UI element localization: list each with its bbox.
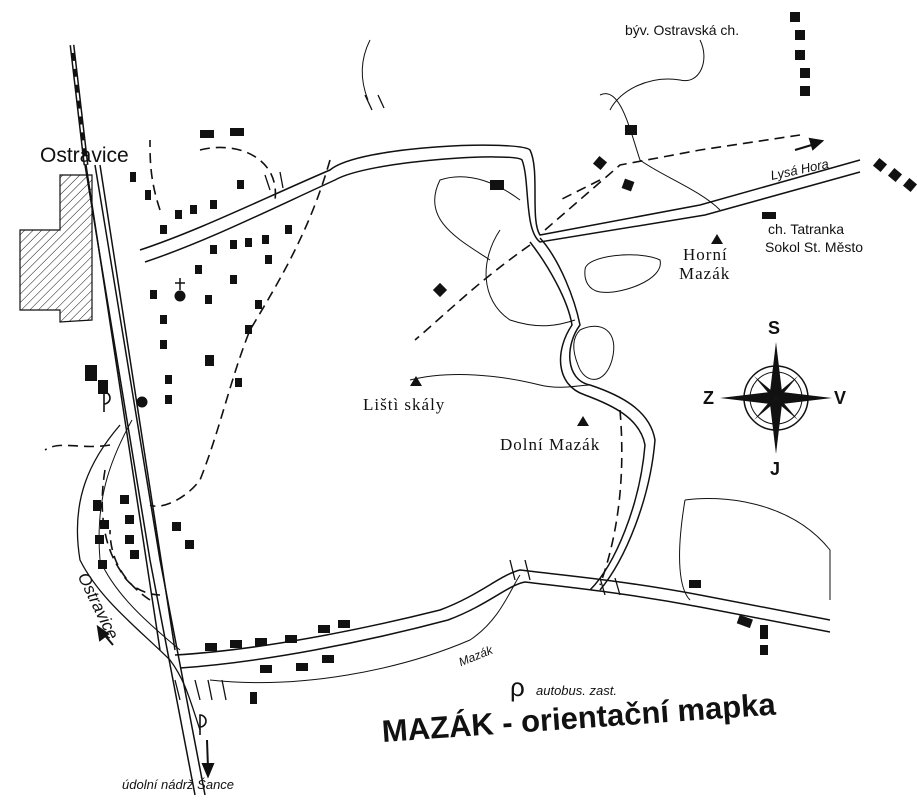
- buildings: [85, 12, 917, 704]
- road-east: [529, 237, 656, 591]
- streams: [209, 39, 831, 684]
- church-icon: [136, 278, 186, 408]
- label-horni: Horní: [683, 245, 728, 264]
- legend-bus-stop-text: autobus. zast.: [536, 683, 617, 698]
- compass-east-label: V: [834, 388, 847, 408]
- peak-icons: [410, 234, 723, 426]
- label-sokol: Sokol St. Město: [765, 239, 864, 255]
- label-byv-ostravska: býv. Ostravská ch.: [625, 22, 740, 38]
- label-listi-skaly: Lištì skály: [363, 395, 446, 414]
- river-ostravice: [76, 424, 201, 731]
- label-mazak-peak: Mazák: [679, 264, 731, 283]
- peak-icon-horni-mazak: [711, 234, 723, 244]
- compass-rose: [720, 342, 832, 454]
- compass-south-label: J: [770, 459, 781, 479]
- label-ch-tatranka: ch. Tatranka: [768, 221, 845, 237]
- road-south: [174, 569, 831, 669]
- road-north: [139, 144, 861, 263]
- peak-icon-listi-skaly: [410, 376, 422, 386]
- hill-horni-mazak: [584, 254, 661, 293]
- town-area: [19, 174, 93, 323]
- bridges: [174, 94, 621, 701]
- peak-icon-dolni-mazak: [577, 416, 589, 426]
- bus-stop-icons: [103, 391, 207, 735]
- compass-north-label: S: [768, 318, 781, 338]
- label-ostravice-village: Ostravice: [40, 144, 129, 167]
- label-udolni-nadrz: údolní nádrž Šance: [122, 777, 235, 792]
- footpaths: [44, 134, 801, 601]
- compass-west-label: Z: [703, 388, 714, 408]
- main-road: [84, 164, 206, 796]
- direction-arrows: [96, 137, 825, 779]
- legend-bus-stop-icon: ρ: [510, 672, 525, 702]
- hill-loop: [573, 325, 615, 380]
- label-dolni-mazak: Dolní Mazák: [500, 435, 601, 454]
